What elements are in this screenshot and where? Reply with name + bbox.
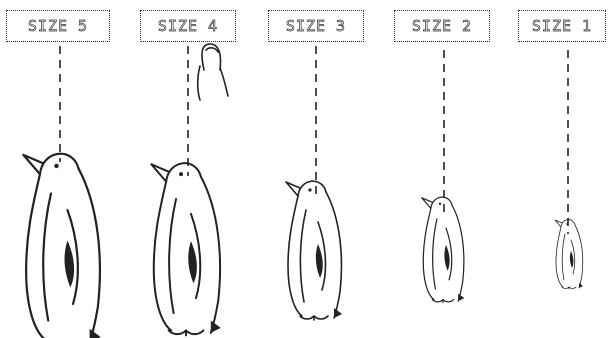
size-2-button[interactable]: SIZE 2 bbox=[394, 10, 490, 42]
size-5-button[interactable]: SIZE 5 bbox=[6, 10, 110, 42]
penguin-size-5-icon bbox=[22, 152, 102, 338]
size-4-button[interactable]: SIZE 4 bbox=[140, 10, 236, 42]
penguin-size-2-icon bbox=[421, 196, 465, 304]
size-4-label: SIZE 4 bbox=[157, 17, 219, 36]
size-2-label: SIZE 2 bbox=[411, 17, 473, 36]
size-1-button[interactable]: SIZE 1 bbox=[518, 10, 606, 42]
penguin-size-4-icon bbox=[150, 162, 222, 337]
pointing-finger-icon bbox=[196, 43, 229, 101]
size-1-label: SIZE 1 bbox=[531, 17, 593, 36]
size-3-label: SIZE 3 bbox=[285, 17, 347, 36]
penguin-size-3-icon bbox=[285, 180, 343, 321]
size-3-button[interactable]: SIZE 3 bbox=[268, 10, 364, 42]
penguin-size-1-icon bbox=[554, 219, 584, 290]
size-5-label: SIZE 5 bbox=[27, 17, 89, 36]
